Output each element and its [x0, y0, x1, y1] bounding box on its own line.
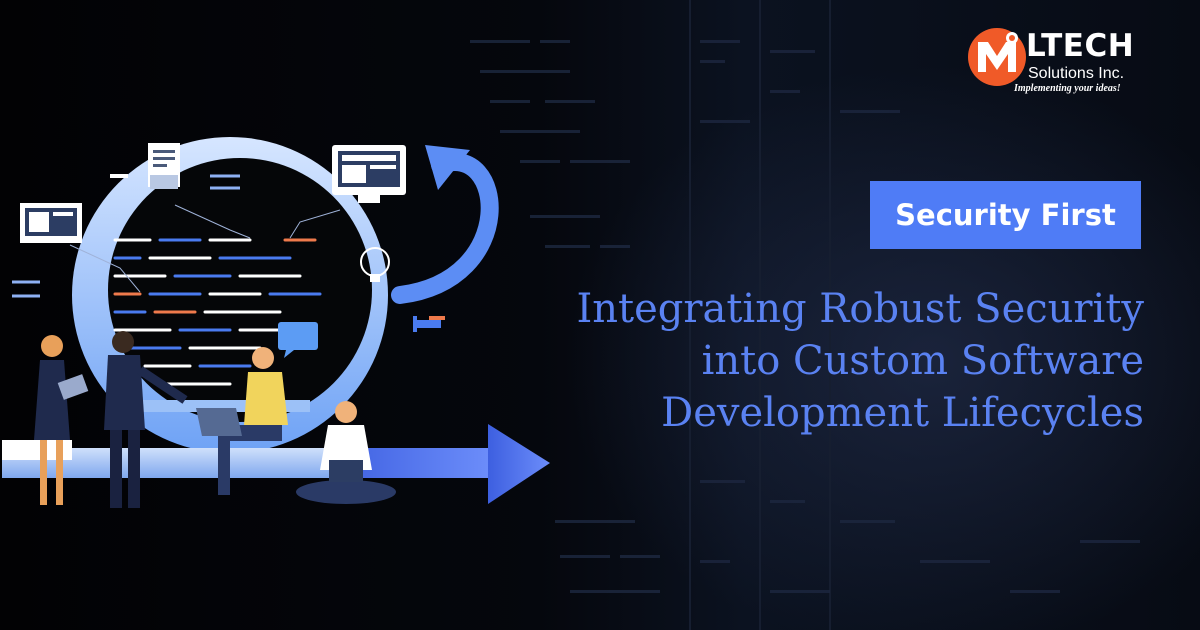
logo-mark-icon — [968, 28, 1026, 86]
headline-line-2: into Custom Software — [701, 338, 1144, 384]
headline-line-3: Development Lifecycles — [661, 390, 1144, 436]
document-icon — [148, 143, 180, 189]
laptop-icon — [329, 460, 363, 482]
company-logo[interactable]: LTECH Solutions Inc. Implementing your i… — [966, 26, 1176, 98]
team-illustration — [2, 137, 550, 508]
logo-tagline: Implementing your ideas! — [1014, 83, 1121, 94]
person-sitting-cross-legged — [296, 401, 396, 504]
laptop-icon — [196, 408, 242, 436]
person-woman-with-tablet — [34, 335, 89, 505]
logo-name: LTECH — [1026, 28, 1135, 64]
person-sitting-with-laptop — [196, 347, 288, 495]
headline: Integrating Robust Security into Custom … — [494, 283, 1144, 439]
cycle-arrow-icon — [391, 145, 499, 304]
lightbulb-icon — [360, 247, 390, 282]
person-man-standing — [104, 331, 188, 508]
monitor-icon — [332, 145, 406, 203]
headline-line-1: Integrating Robust Security — [576, 286, 1144, 332]
security-first-badge: Security First — [870, 181, 1141, 249]
chat-bubble-icon — [278, 322, 318, 358]
small-monitor-icon — [20, 203, 82, 243]
logo-subtitle: Solutions Inc. — [1028, 65, 1125, 82]
